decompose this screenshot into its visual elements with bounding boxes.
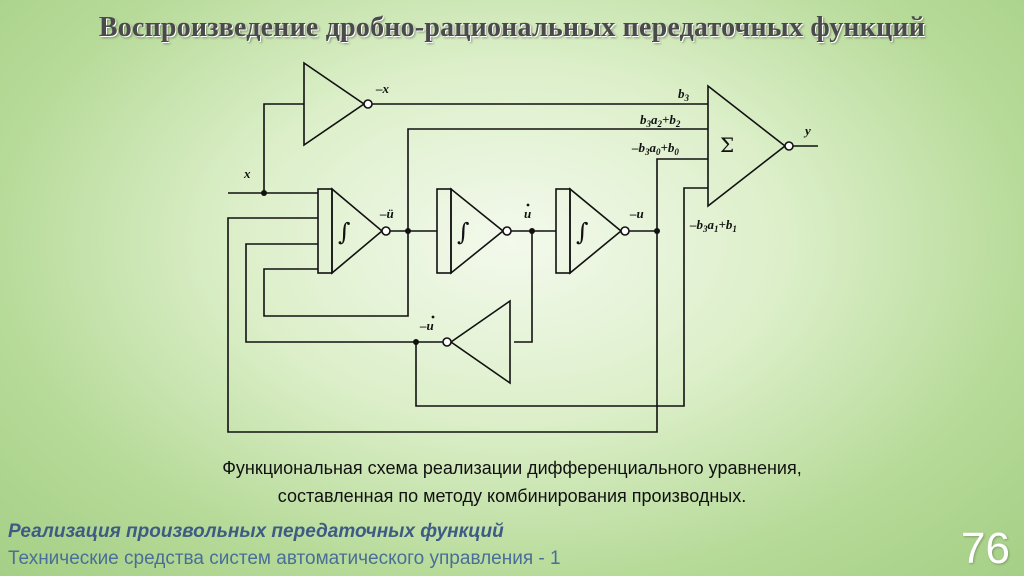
integrator-1-input-block <box>317 188 333 274</box>
inverter-bottom-output <box>442 337 452 347</box>
integrator-3-symbol: ∫ <box>576 218 589 246</box>
coef-b3: b3 <box>678 86 690 103</box>
footer-course: Технические средства систем автоматическ… <box>8 548 561 569</box>
footer-topic: Реализация произвольных передаточных фун… <box>8 521 504 542</box>
integrator-1 <box>331 187 384 275</box>
label-neg-u-dot: –u <box>419 318 434 333</box>
diagram-caption-line2: составленная по методу комбинирования пр… <box>277 486 747 506</box>
junction-dots <box>261 190 660 345</box>
integrator-2-output <box>502 226 512 236</box>
label-neg-u-ddot: –ü <box>379 206 394 221</box>
inverter-top-output <box>363 99 373 109</box>
integrator-3-output <box>620 226 630 236</box>
dot-neg-u-dot <box>431 315 435 319</box>
coef-neg-b3a0-b0: –b3a0+b0 <box>631 140 679 157</box>
page-number: 76 <box>961 524 1010 573</box>
summator-output <box>784 141 794 151</box>
integrator-3 <box>569 187 623 275</box>
inverter-bottom <box>449 299 511 385</box>
label-u-dot: u <box>524 206 531 221</box>
label-neg-u: –u <box>629 206 644 221</box>
coef-neg-b3a1-b1: –b3a1+b1 <box>689 217 737 234</box>
integrator-1-symbol: ∫ <box>338 218 351 246</box>
integrator-2-symbol: ∫ <box>457 218 470 246</box>
connection-lines <box>227 103 818 433</box>
coef-b3a2-b2: b3a2+b2 <box>640 112 681 129</box>
inverter-top <box>303 61 366 147</box>
summator <box>707 84 787 208</box>
diagram-caption-line1: Функциональная схема реализации дифферен… <box>222 458 802 478</box>
label-neg-x: –x <box>375 81 390 96</box>
integrator-2 <box>450 187 505 275</box>
slide-title: Воспроизведение дробно-рациональных пере… <box>98 12 926 43</box>
integrator-3-input-block <box>555 188 571 274</box>
dot-u-dot <box>526 203 530 207</box>
integrator-1-output <box>381 226 391 236</box>
label-y: y <box>803 123 811 138</box>
integrator-2-input-block <box>436 188 452 274</box>
summator-symbol: Σ <box>720 133 734 157</box>
label-x: x <box>243 166 251 181</box>
